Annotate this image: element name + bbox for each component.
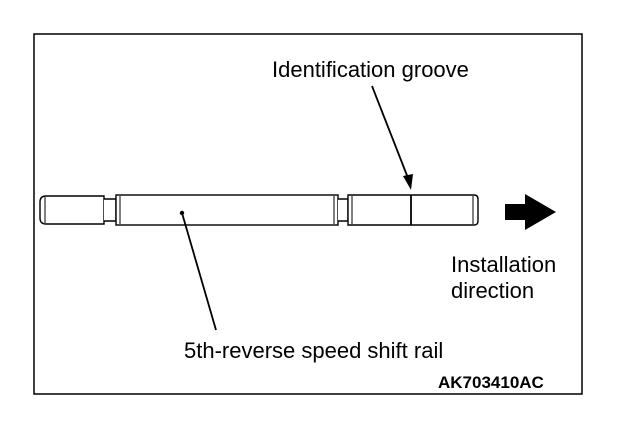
groove-leader <box>371 85 413 190</box>
rail-leader-line <box>181 212 217 331</box>
installation-direction-label: Installation direction <box>451 252 556 304</box>
rail-main-body <box>115 194 339 226</box>
rail-right-groove <box>338 198 349 222</box>
arrow-right-icon <box>505 194 556 230</box>
rail-leader <box>179 210 217 331</box>
identification-groove-label: Identification groove <box>272 57 469 82</box>
figure-border <box>33 33 583 395</box>
rail-chamfers <box>44 196 474 224</box>
shift-rail-label: 5th-reverse speed shift rail <box>184 338 444 363</box>
rail-left-end <box>39 195 105 225</box>
figure-code: AK703410AC <box>438 373 544 392</box>
rail-right-section <box>347 194 479 226</box>
rail-left-groove <box>104 198 117 222</box>
installation-direction-line2: direction <box>451 278 535 303</box>
shift-rail <box>39 194 479 226</box>
groove-leader-line <box>371 85 409 179</box>
groove-leader-arrowhead <box>403 174 413 190</box>
installation-direction-line1: Installation <box>451 252 557 277</box>
rail-leader-dot <box>179 210 185 216</box>
